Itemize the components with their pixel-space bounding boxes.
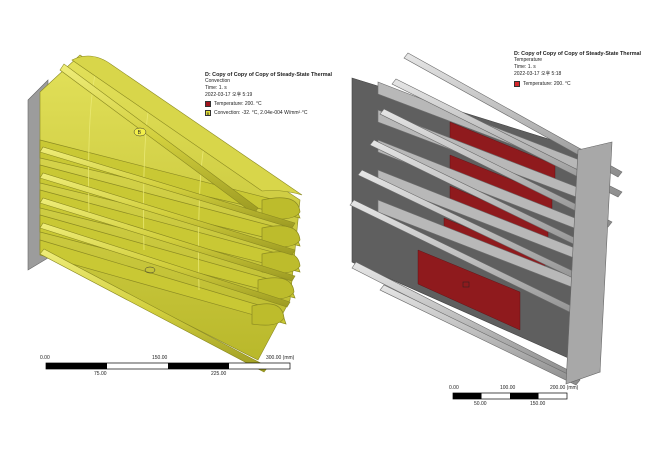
left-legend-convection-label: Convection: -32. °C, 2.04e-004 W/mm²·°C xyxy=(214,110,308,116)
left-scale-tick-75: 75.00 xyxy=(94,371,107,377)
left-date: 2022-03-17 오후 5:19 xyxy=(205,92,253,98)
left-load-marker-b: B xyxy=(133,127,147,137)
right-legend-temperature-label: Temperature: 200. °C xyxy=(523,81,571,87)
left-top-cover xyxy=(71,55,303,196)
right-legend-swatch-red xyxy=(514,81,520,87)
left-scale-tick-0: 0.00 xyxy=(40,355,50,361)
right-scale-tick-100: 100.00 xyxy=(500,385,516,391)
right-end-plate xyxy=(565,141,613,385)
right-legend-temperature: Temperature: 200. °C xyxy=(514,81,571,87)
left-subtitle: Convection xyxy=(205,78,231,84)
left-title: D: Copy of Copy of Copy of Steady-State … xyxy=(205,72,332,78)
right-scale-tick-0: 0.00 xyxy=(449,385,459,391)
right-title: D: Copy of Copy of Copy of Steady-State … xyxy=(514,51,641,57)
right-scale-tick-50: 50.00 xyxy=(474,401,487,407)
left-legend-convection: B Convection: -32. °C, 2.04e-004 W/mm²·°… xyxy=(205,110,307,116)
right-time: Time: 1. s xyxy=(514,64,536,70)
right-scale-tick-200: 200.00 (mm) xyxy=(550,385,579,391)
left-bends xyxy=(251,197,301,326)
left-pipes xyxy=(39,63,296,373)
right-scale-bar xyxy=(452,392,568,400)
right-pipes xyxy=(349,52,623,386)
left-scale-tick-300: 300.00 (mm) xyxy=(266,355,295,361)
left-scale-bar xyxy=(45,362,291,370)
left-scale-tick-225: 225.00 xyxy=(211,371,227,377)
right-subtitle: Temperature xyxy=(514,57,543,63)
left-legend-temperature: Temperature: 200. °C xyxy=(205,101,262,107)
left-load-marker-a xyxy=(144,266,156,274)
right-scale-tick-150: 150.00 xyxy=(530,401,546,407)
left-legend-temperature-label: Temperature: 200. °C xyxy=(214,101,262,107)
right-date: 2022-03-17 오후 5:18 xyxy=(514,71,562,77)
svg-text:B: B xyxy=(138,130,142,136)
left-legend-swatch-yellow: B xyxy=(205,110,211,116)
right-load-marker xyxy=(462,281,470,288)
left-legend-swatch-red xyxy=(205,101,211,107)
left-time: Time: 1. s xyxy=(205,85,227,91)
left-scale-tick-150: 150.00 xyxy=(152,355,168,361)
